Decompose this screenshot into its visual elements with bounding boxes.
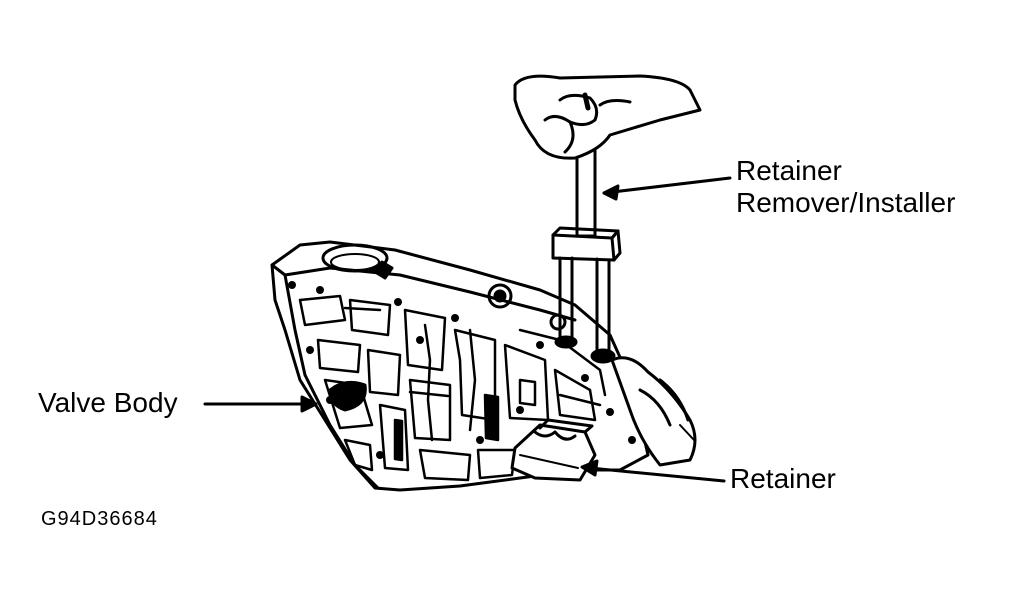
label-valve-body: Valve Body <box>38 387 178 418</box>
leader-retainer <box>588 466 726 483</box>
hand-upper <box>513 74 702 160</box>
leader-tool <box>602 176 732 195</box>
figure-id: G94D36684 <box>41 508 158 530</box>
label-retainer-remover-installer: Retainer Remover/Installer <box>736 155 955 219</box>
label-tool-line1: Retainer <box>736 155 842 186</box>
hand-lower <box>610 356 697 467</box>
tool-leg-right <box>595 257 611 356</box>
label-tool-line2: Remover/Installer <box>736 187 956 218</box>
label-retainer: Retainer <box>730 463 836 494</box>
tool-crossbar <box>551 233 616 262</box>
